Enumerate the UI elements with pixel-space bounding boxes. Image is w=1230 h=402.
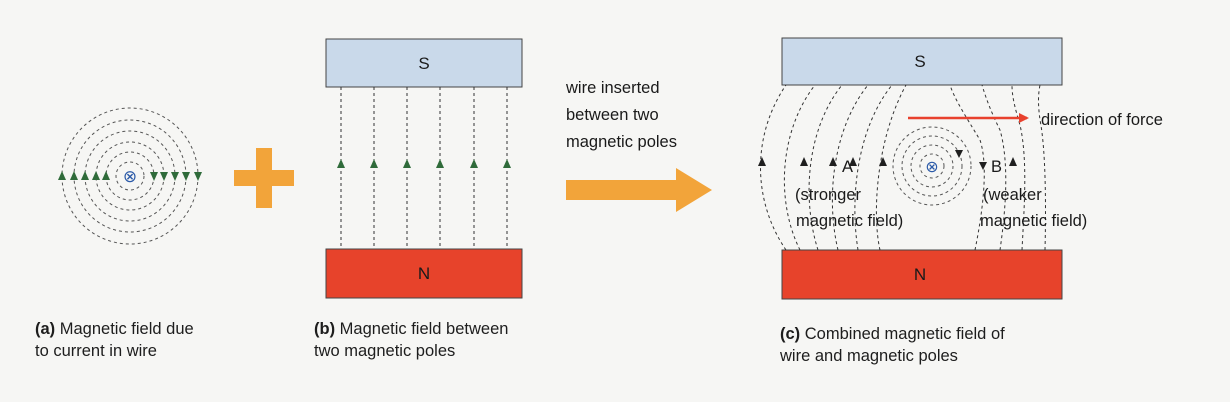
field-arrow xyxy=(979,162,987,170)
caption-a-line-2: to current in wire xyxy=(35,342,157,360)
field-arrow-down xyxy=(194,172,202,181)
field-ring xyxy=(919,153,945,179)
wire-field-rings xyxy=(892,126,972,206)
field-arrow-up xyxy=(92,171,100,180)
transition-line-2: between two xyxy=(566,106,659,124)
wire-into-page-symbol: ⊗ xyxy=(925,157,938,176)
south-pole xyxy=(781,37,1063,86)
caption-c: (c) Combined magnetic field of wire and … xyxy=(780,323,1005,367)
north-pole-label: N xyxy=(418,264,430,283)
wire-into-page-symbol: ⊗ xyxy=(123,167,137,187)
field-line xyxy=(783,84,816,251)
field-arrow xyxy=(829,157,837,166)
field-ring xyxy=(115,161,145,191)
transition-arrow xyxy=(566,168,712,212)
point-b-label: B xyxy=(991,158,1002,176)
transition: wire inserted between two magnetic poles xyxy=(565,79,712,212)
field-ring xyxy=(910,144,954,188)
weaker-field-label-2: magnetic field) xyxy=(980,212,1087,230)
field-arrow-up xyxy=(81,171,89,180)
panel-b-pole-field: S N xyxy=(325,38,523,299)
caption-b-tag: (b) xyxy=(314,320,336,338)
field-arrow-up xyxy=(470,159,478,168)
weaker-field-label-1: (weaker xyxy=(983,186,1042,204)
transition-line-1: wire inserted xyxy=(565,79,660,97)
field-line xyxy=(1038,84,1046,251)
south-pole xyxy=(325,38,523,88)
field-line xyxy=(760,84,787,251)
field-arrow-up xyxy=(436,159,444,168)
caption-b: (b) Magnetic field between two magnetic … xyxy=(314,318,508,362)
field-arrow-up xyxy=(403,159,411,168)
caption-c-line-1: Combined magnetic field of xyxy=(804,325,1005,343)
point-a-label: A xyxy=(842,158,853,176)
south-pole-label: S xyxy=(418,54,429,73)
field-line xyxy=(808,84,843,251)
field-arrow-down xyxy=(171,172,179,181)
caption-a-tag: (a) xyxy=(35,320,56,338)
field-arrow-down xyxy=(150,172,158,181)
north-pole xyxy=(325,248,523,299)
field-arrow-up xyxy=(370,159,378,168)
caption-b-line-2: two magnetic poles xyxy=(314,342,456,360)
field-arrow-up xyxy=(102,171,110,180)
combined-field-arrows xyxy=(758,150,1017,170)
field-line xyxy=(854,84,893,251)
field-arrow xyxy=(879,157,887,166)
north-pole-label: N xyxy=(914,265,926,284)
uniform-field-lines xyxy=(340,87,508,249)
field-arrow xyxy=(758,157,766,166)
field-arrow-up xyxy=(70,171,78,180)
transition-line-3: magnetic poles xyxy=(566,133,677,151)
south-pole-label: S xyxy=(914,52,925,71)
caption-c-line-2: wire and magnetic poles xyxy=(780,347,958,365)
field-arrow xyxy=(955,150,963,158)
field-arrow xyxy=(849,157,857,166)
field-arrow-up xyxy=(58,171,66,180)
caption-a: (a) Magnetic field due to current in wir… xyxy=(35,318,194,362)
field-arrow xyxy=(800,157,808,166)
panel-c-combined-field: S N xyxy=(758,37,1163,300)
panel-a-wire-field: ⊗ xyxy=(58,107,202,245)
caption-c-tag: (c) xyxy=(780,325,801,343)
field-arrow-up xyxy=(503,159,511,168)
field-arrow-down xyxy=(182,172,190,181)
field-line xyxy=(875,84,907,251)
force-label: direction of force xyxy=(1041,111,1163,129)
wire-field-arrows xyxy=(58,171,202,181)
field-arrow-down xyxy=(160,172,168,181)
plus-sign xyxy=(234,148,294,208)
stronger-field-label-1: (stronger xyxy=(795,186,862,204)
field-line xyxy=(949,84,985,251)
stronger-field-label-2: magnetic field) xyxy=(796,212,903,230)
field-arrow-up xyxy=(337,159,345,168)
caption-b-line-1: Magnetic field between xyxy=(339,320,509,338)
field-arrow xyxy=(1009,157,1017,166)
caption-a-line-1: Magnetic field due xyxy=(59,320,194,338)
uniform-field-arrows xyxy=(337,159,511,168)
north-pole xyxy=(781,249,1063,300)
field-ring xyxy=(901,135,963,197)
field-line xyxy=(1011,84,1026,251)
field-ring xyxy=(892,126,972,206)
